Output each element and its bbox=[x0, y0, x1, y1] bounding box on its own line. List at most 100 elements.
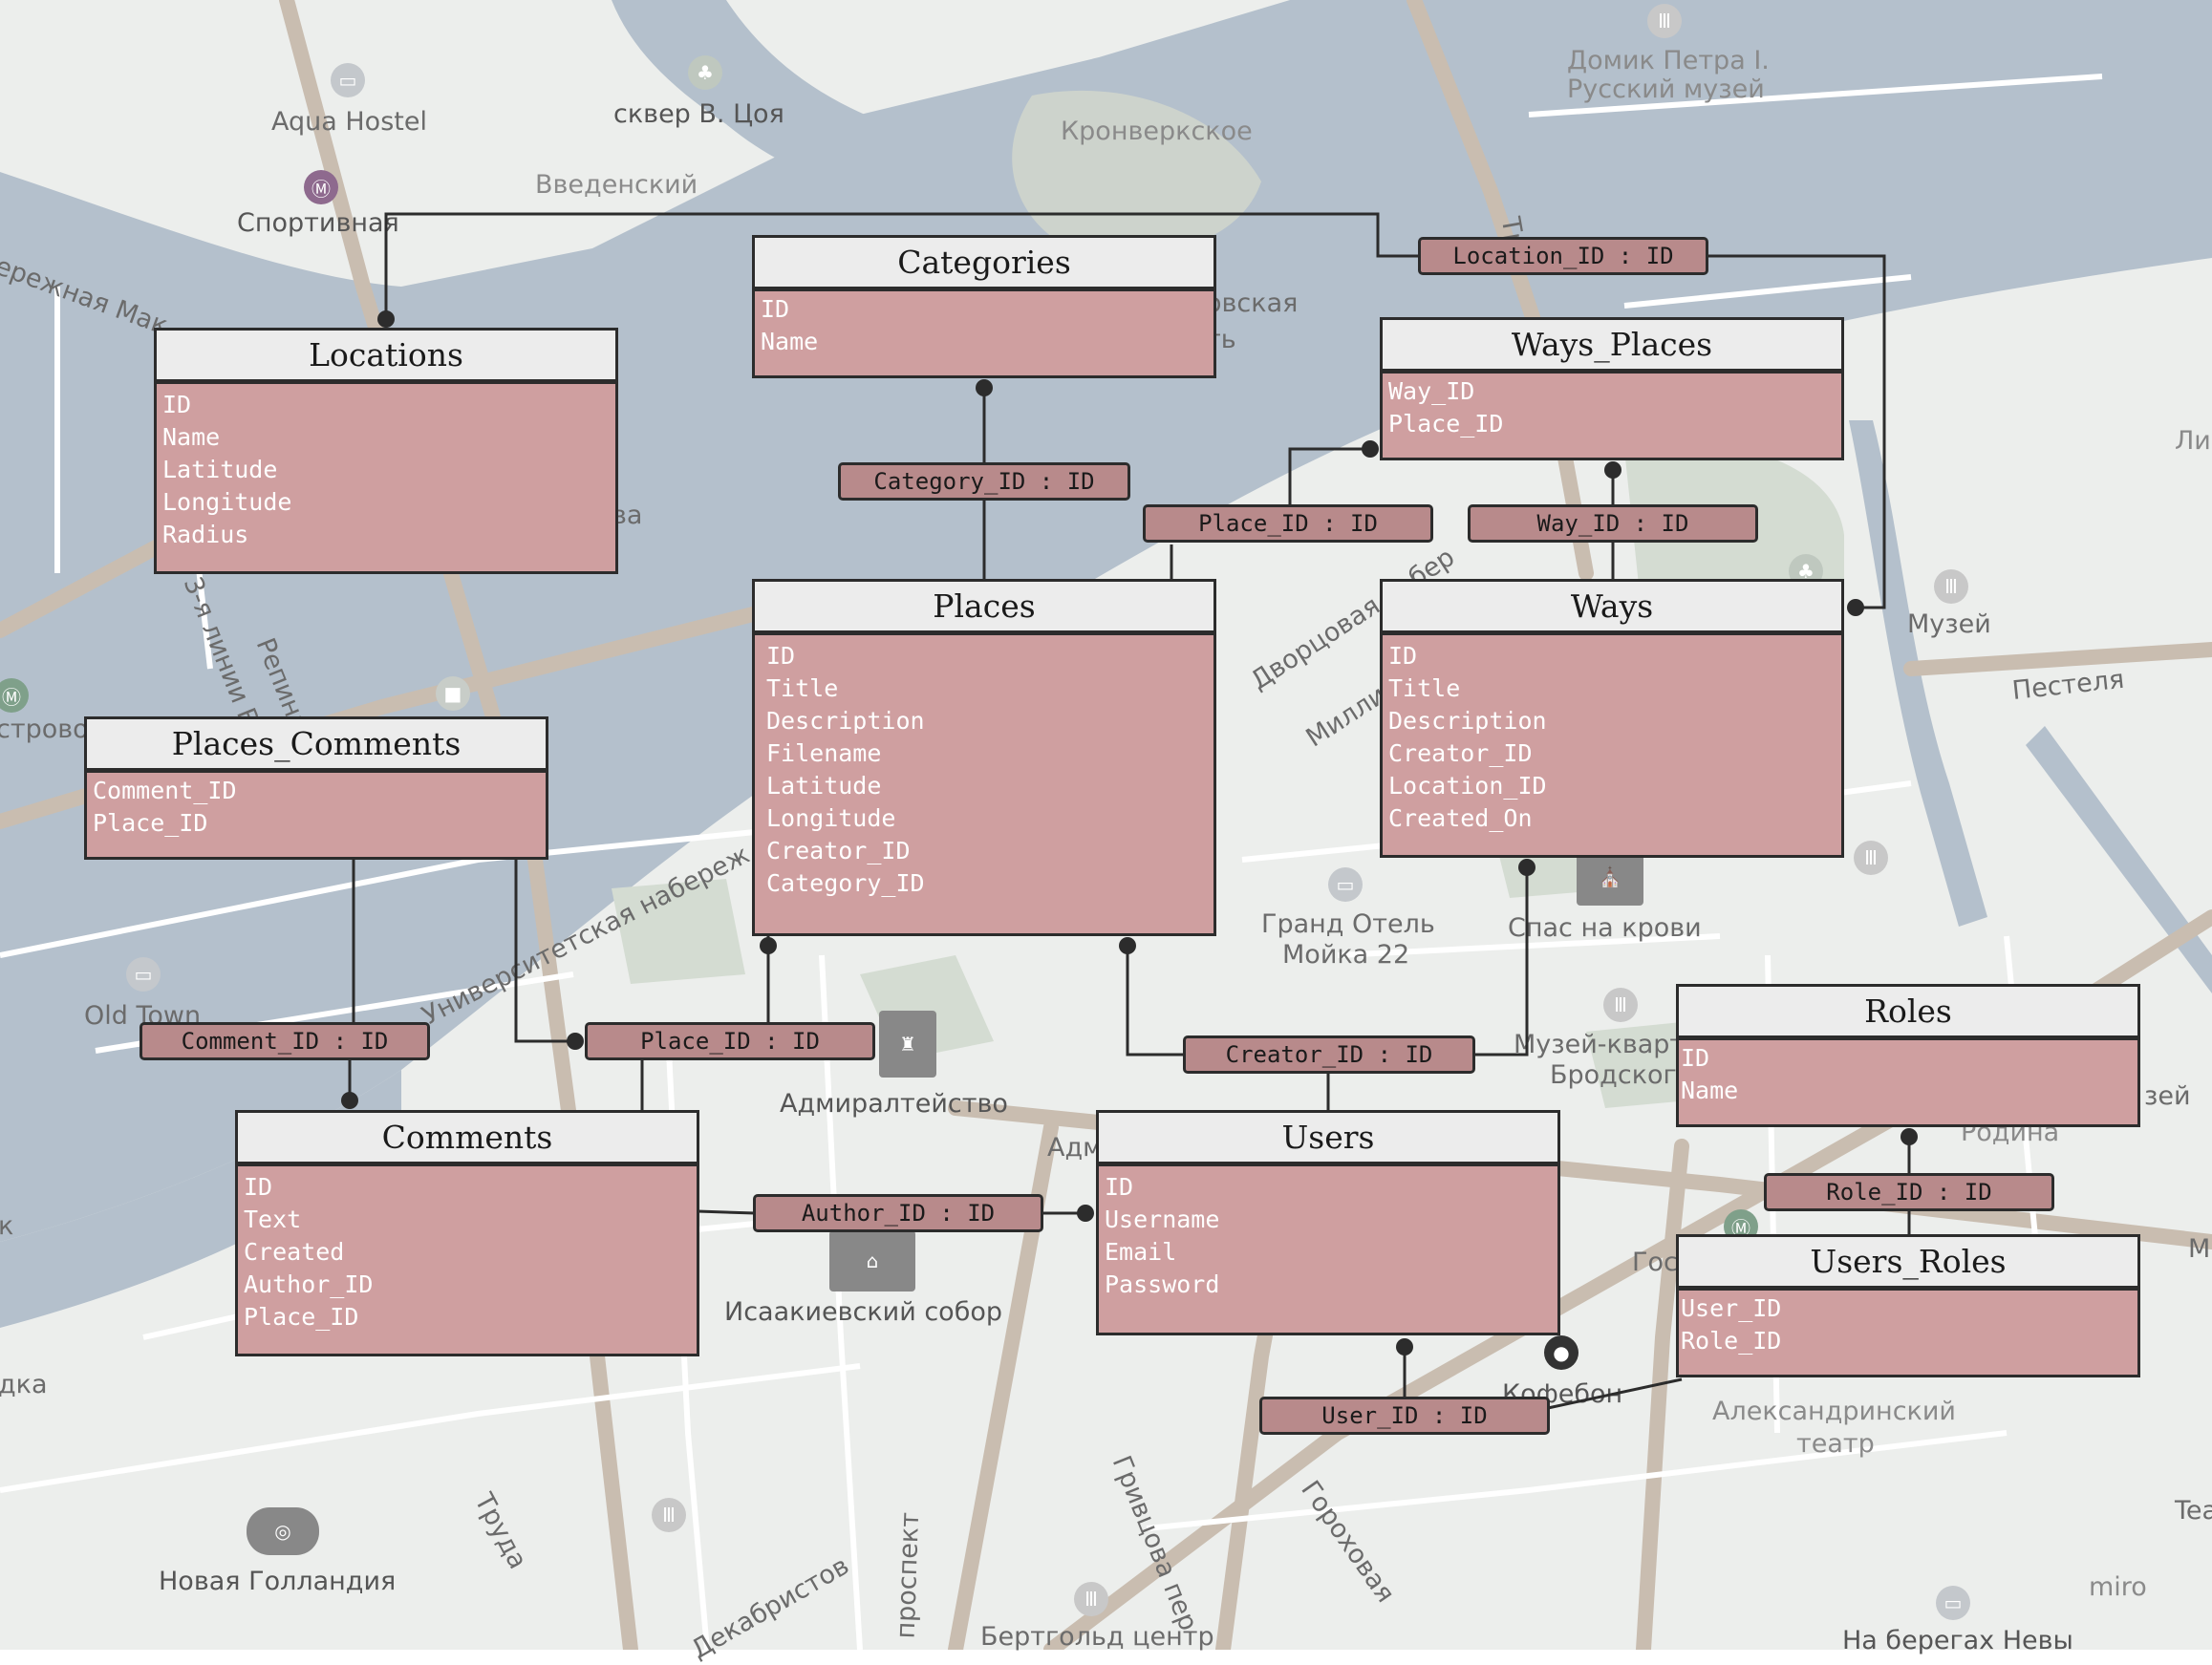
map-label-vvedenskiy: Введенский bbox=[535, 170, 698, 200]
entity-title: Users_Roles bbox=[1679, 1237, 2137, 1291]
cathedral-icon: ⌂ bbox=[829, 1230, 915, 1291]
map-label-prospekt: проспект bbox=[891, 1511, 926, 1640]
entity-title: Places bbox=[755, 582, 1213, 635]
field: Role_ID bbox=[1681, 1327, 1782, 1355]
map-label-russkiy-muzey: Русский музей bbox=[1567, 75, 1765, 104]
field: Description bbox=[766, 707, 925, 735]
map-label-novaya-gollandiya: Новая Голландия bbox=[159, 1567, 397, 1596]
relation-place-id-ways-places[interactable]: Place_ID : ID bbox=[1143, 504, 1433, 543]
field: Created bbox=[244, 1238, 345, 1266]
relation-way-id[interactable]: Way_ID : ID bbox=[1468, 504, 1758, 543]
stadium-icon: ◎ bbox=[247, 1507, 319, 1555]
map-label-gos: Гос bbox=[1632, 1248, 1678, 1277]
entity-fields: User_ID Role_ID bbox=[1679, 1291, 2137, 1362]
entity-comments[interactable]: Comments ID Text Created Author_ID Place… bbox=[235, 1110, 699, 1356]
field: Latitude bbox=[162, 456, 278, 483]
entity-locations[interactable]: Locations ID Name Latitude Longitude Rad… bbox=[154, 328, 618, 574]
map-label-zey: зей bbox=[2144, 1081, 2191, 1111]
field: Author_ID bbox=[244, 1270, 374, 1298]
entity-places-comments[interactable]: Places_Comments Comment_ID Place_ID bbox=[84, 716, 548, 860]
field: Text bbox=[244, 1206, 302, 1233]
field: Title bbox=[1388, 674, 1461, 702]
map-label-muzey: Музей bbox=[1907, 609, 1991, 639]
map-label-grand-hotel: Гранд Отель bbox=[1261, 909, 1435, 939]
map-label-moyka: Мойка 22 bbox=[1282, 940, 1410, 970]
field: Password bbox=[1105, 1270, 1220, 1298]
field: Name bbox=[162, 423, 221, 451]
museum-icon: Ⅲ bbox=[1603, 988, 1638, 1022]
museum-icon: Ⅲ bbox=[1854, 841, 1888, 875]
map-label-tea: Tea bbox=[2175, 1496, 2212, 1526]
entity-fields: ID Text Created Author_ID Place_ID bbox=[238, 1166, 697, 1338]
map-label-li: Ли bbox=[2175, 426, 2211, 456]
relation-user-id[interactable]: User_ID : ID bbox=[1259, 1397, 1550, 1435]
field: Place_ID bbox=[93, 809, 208, 837]
relation-author-id[interactable]: Author_ID : ID bbox=[753, 1194, 1043, 1232]
field: Username bbox=[1105, 1206, 1220, 1233]
field: Email bbox=[1105, 1238, 1177, 1266]
map-label-aleksandrinskiy: Александринский bbox=[1712, 1397, 1956, 1426]
field: Longitude bbox=[766, 804, 896, 832]
entity-places[interactable]: Places ID Title Description Filename Lat… bbox=[752, 579, 1216, 936]
entity-fields: ID Username Email Password bbox=[1099, 1166, 1557, 1306]
relation-location-id[interactable]: Location_ID : ID bbox=[1418, 237, 1708, 275]
relation-creator-id[interactable]: Creator_ID : ID bbox=[1183, 1035, 1475, 1074]
field: ID bbox=[1105, 1173, 1134, 1201]
entity-title: Ways bbox=[1383, 582, 1841, 635]
field: Location_ID bbox=[1388, 772, 1547, 800]
entity-title: Locations bbox=[157, 331, 615, 384]
entity-ways-places[interactable]: Ways_Places Way_ID Place_ID bbox=[1380, 317, 1844, 460]
map-label-spas: Спас на крови bbox=[1508, 913, 1702, 943]
relation-place-id-places-comments[interactable]: Place_ID : ID bbox=[585, 1022, 875, 1060]
hotel-icon: ▭ bbox=[1328, 867, 1363, 902]
museum-icon: Ⅲ bbox=[1934, 569, 1968, 604]
shop-icon: ■ bbox=[436, 676, 470, 711]
field: Created_On bbox=[1388, 804, 1533, 832]
field: ID bbox=[766, 642, 796, 670]
relation-category-id[interactable]: Category_ID : ID bbox=[838, 462, 1130, 501]
metro-icon: Ⓜ bbox=[0, 678, 29, 713]
hotel-icon: ▭ bbox=[126, 957, 161, 992]
map-label-na-beregah: На берегах Невы bbox=[1842, 1626, 2073, 1655]
entity-roles[interactable]: Roles ID Name bbox=[1676, 984, 2140, 1127]
entity-title: Places_Comments bbox=[87, 719, 546, 773]
field: ID bbox=[244, 1173, 273, 1201]
field: Comment_ID bbox=[93, 777, 237, 804]
entity-fields: ID Title Description Filename Latitude L… bbox=[755, 635, 1213, 905]
entity-users-roles[interactable]: Users_Roles User_ID Role_ID bbox=[1676, 1234, 2140, 1377]
museum-icon: Ⅲ bbox=[1074, 1582, 1108, 1616]
field: ID bbox=[162, 391, 192, 418]
field: Category_ID bbox=[766, 869, 925, 897]
entity-fields: Comment_ID Place_ID bbox=[87, 773, 546, 844]
field: Longitude bbox=[162, 488, 292, 516]
entity-title: Comments bbox=[238, 1113, 697, 1166]
map-label-miro: miro bbox=[2089, 1572, 2147, 1602]
relation-comment-id[interactable]: Comment_ID : ID bbox=[140, 1022, 430, 1060]
map-label-kronverkskoe: Кронверкское bbox=[1061, 117, 1253, 146]
field: Place_ID bbox=[244, 1303, 359, 1331]
entity-fields: ID Name bbox=[1679, 1040, 2137, 1112]
map-label-adm: Адм bbox=[1047, 1133, 1103, 1163]
field: User_ID bbox=[1681, 1294, 1782, 1322]
map-label-strovo: строво bbox=[0, 715, 89, 744]
hotel-icon: ▭ bbox=[331, 63, 365, 97]
field: Description bbox=[1388, 707, 1547, 735]
entity-users[interactable]: Users ID Username Email Password bbox=[1096, 1110, 1560, 1335]
entity-fields: ID Name Latitude Longitude Radius bbox=[157, 384, 615, 556]
metro-icon: Ⓜ bbox=[304, 170, 338, 204]
map-label-teatr: театр bbox=[1796, 1429, 1875, 1459]
entity-categories[interactable]: Categories ID Name bbox=[752, 235, 1216, 378]
entity-ways[interactable]: Ways ID Title Description Creator_ID Loc… bbox=[1380, 579, 1844, 858]
field: ID bbox=[1681, 1044, 1710, 1072]
map-label-muzey-kvart: Музей-кварт bbox=[1514, 1030, 1686, 1059]
entity-title: Ways_Places bbox=[1383, 320, 1841, 374]
relation-role-id[interactable]: Role_ID : ID bbox=[1764, 1173, 2054, 1211]
cafe-icon: ● bbox=[1544, 1335, 1578, 1370]
map-label-admiralteystvo: Адмиралтейство bbox=[780, 1089, 1008, 1119]
map-label-bertgold: Бертгольд центр bbox=[980, 1622, 1214, 1652]
entity-title: Categories bbox=[755, 238, 1213, 291]
map-label-skver-tsoya: сквер В. Цоя bbox=[613, 99, 784, 129]
entity-fields: ID Title Description Creator_ID Location… bbox=[1383, 635, 1841, 840]
map-label-aqua-hostel: Aqua Hostel bbox=[271, 107, 427, 137]
church-icon: ⛪ bbox=[1577, 848, 1643, 906]
